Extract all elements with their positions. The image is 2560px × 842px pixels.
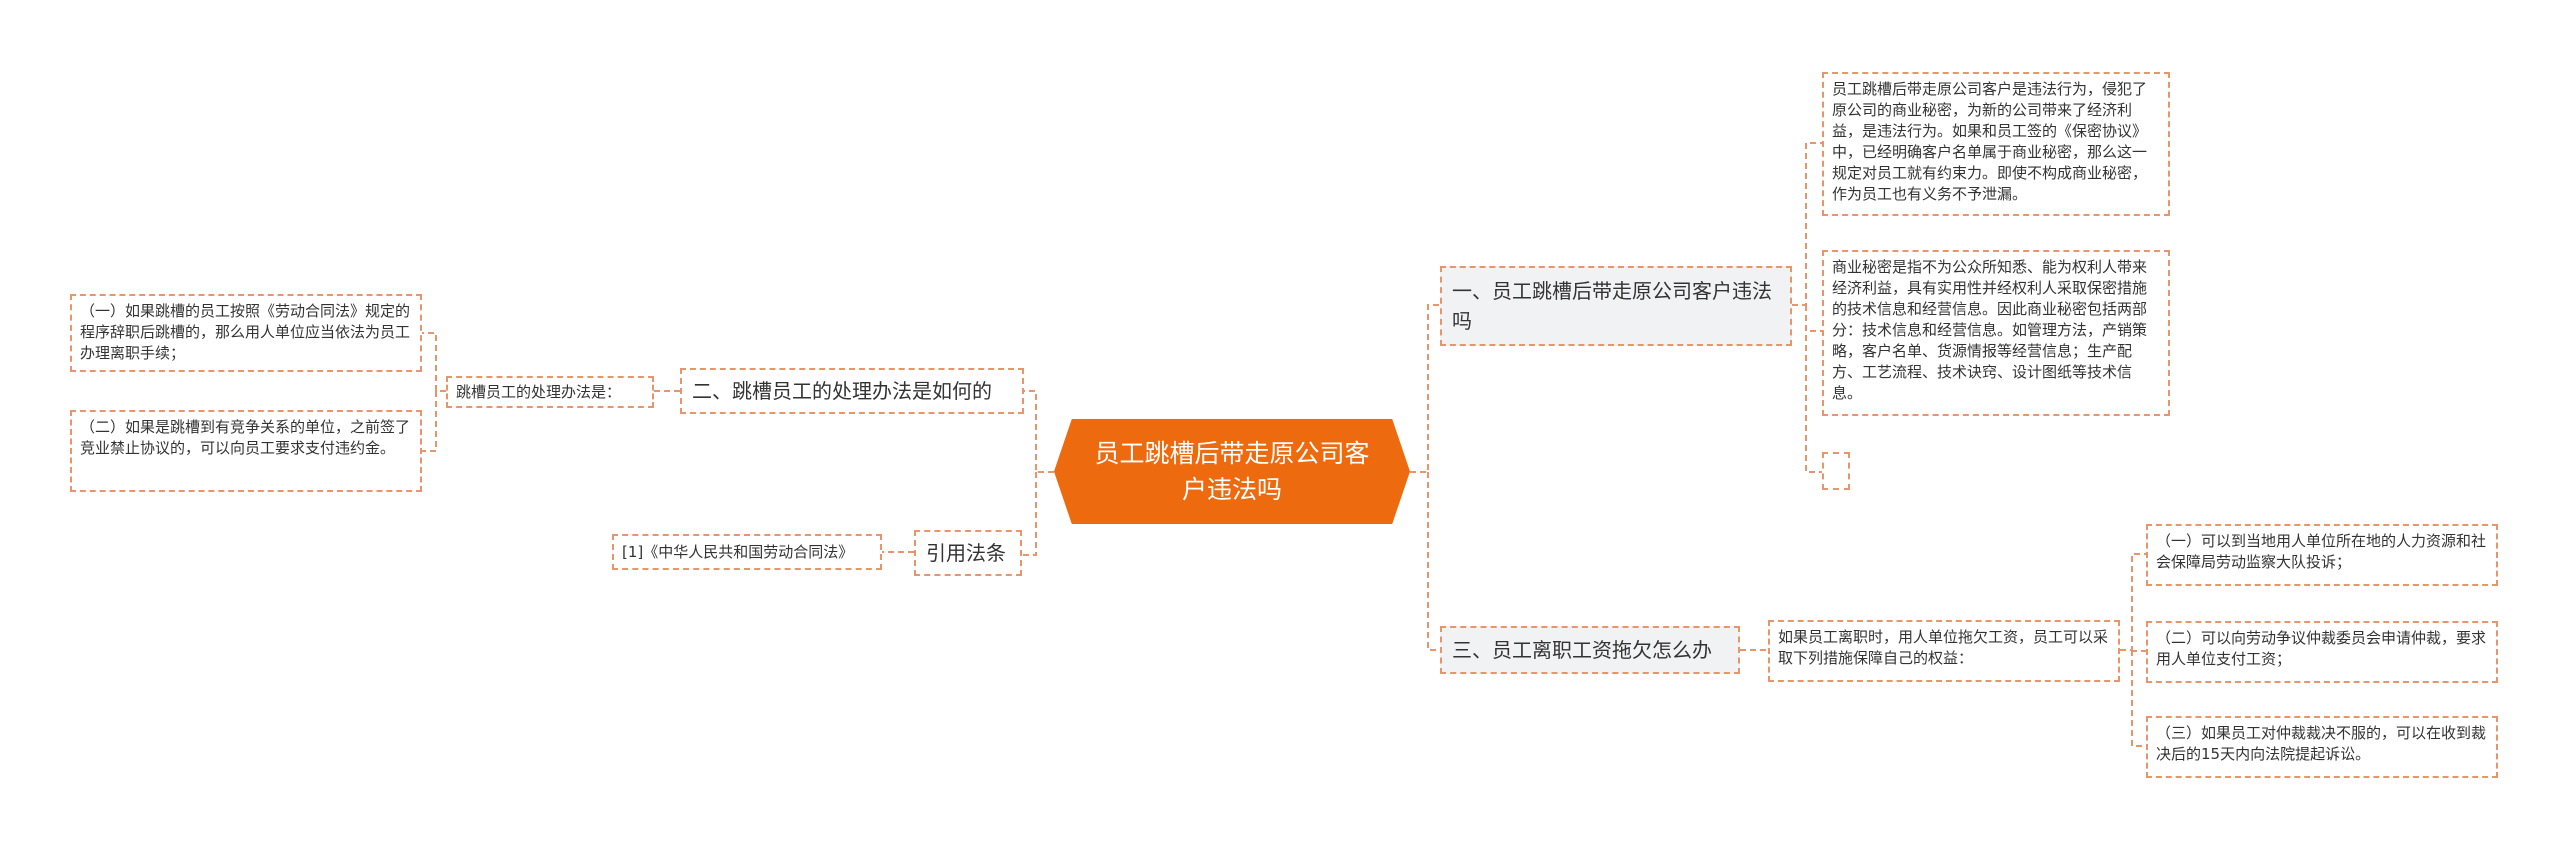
leaf-text: （三）如果员工对仲裁裁决不服的，可以在收到裁决后的15天内向法院提起诉讼。 bbox=[2156, 724, 2487, 763]
leaf-trade-secret-definition[interactable]: 商业秘密是指不为公众所知悉、能为权利人带来经济利益，具有实用性并经权利人采取保密… bbox=[1822, 250, 2170, 416]
leaf-empty[interactable] bbox=[1822, 452, 1850, 490]
branch-label: 二、跳槽员工的处理办法是如何的 bbox=[692, 379, 992, 403]
sub-text: 如果员工离职时，用人单位拖欠工资，员工可以采取下列措施保障自己的权益： bbox=[1778, 628, 2109, 667]
leaf-text: （一）可以到当地用人单位所在地的人力资源和社会保障局劳动监察大队投诉； bbox=[2156, 532, 2487, 571]
root-topic[interactable]: 员工跳槽后带走原公司客户违法吗 bbox=[1054, 419, 1410, 524]
sub-unpaid-wages[interactable]: 如果员工离职时，用人单位拖欠工资，员工可以采取下列措施保障自己的权益： bbox=[1768, 620, 2120, 682]
leaf-resignation-procedure[interactable]: （一）如果跳槽的员工按照《劳动合同法》规定的程序辞职后跳槽的，那么用人单位应当依… bbox=[70, 294, 422, 372]
leaf-text: （一）如果跳槽的员工按照《劳动合同法》规定的程序辞职后跳槽的，那么用人单位应当依… bbox=[80, 302, 411, 362]
leaf-arbitration[interactable]: （二）可以向劳动争议仲裁委员会申请仲裁，要求用人单位支付工资； bbox=[2146, 621, 2498, 683]
leaf-non-compete[interactable]: （二）如果是跳槽到有竞争关系的单位，之前签了竞业禁止协议的，可以向员工要求支付违… bbox=[70, 410, 422, 492]
sub-handling-methods[interactable]: 跳槽员工的处理办法是： bbox=[446, 376, 654, 408]
leaf-text: [1]《中华人民共和国劳动合同法》 bbox=[622, 542, 854, 561]
leaf-text: （二）可以向劳动争议仲裁委员会申请仲裁，要求用人单位支付工资； bbox=[2156, 629, 2487, 668]
root-title: 员工跳槽后带走原公司客户违法吗 bbox=[1094, 438, 1370, 504]
leaf-text: 员工跳槽后带走原公司客户是违法行为，侵犯了原公司的商业秘密，为新的公司带来了经济… bbox=[1832, 80, 2148, 203]
sub-text: 跳槽员工的处理办法是： bbox=[456, 382, 622, 401]
branch-cited-law[interactable]: 引用法条 bbox=[914, 530, 1022, 576]
branch-label: 三、员工离职工资拖欠怎么办 bbox=[1452, 638, 1712, 662]
branch-label: 一、员工跳槽后带走原公司客户违法吗 bbox=[1452, 279, 1772, 333]
branch-unpaid-wages[interactable]: 三、员工离职工资拖欠怎么办 bbox=[1440, 626, 1740, 674]
branch-customer-poaching[interactable]: 一、员工跳槽后带走原公司客户违法吗 bbox=[1440, 266, 1792, 346]
leaf-text: 商业秘密是指不为公众所知悉、能为权利人带来经济利益，具有实用性并经权利人采取保密… bbox=[1832, 258, 2148, 402]
leaf-lawsuit[interactable]: （三）如果员工对仲裁裁决不服的，可以在收到裁决后的15天内向法院提起诉讼。 bbox=[2146, 716, 2498, 778]
branch-handling-methods[interactable]: 二、跳槽员工的处理办法是如何的 bbox=[680, 368, 1024, 414]
leaf-labor-contract-law[interactable]: [1]《中华人民共和国劳动合同法》 bbox=[612, 534, 882, 570]
branch-label: 引用法条 bbox=[926, 541, 1006, 565]
leaf-complaint[interactable]: （一）可以到当地用人单位所在地的人力资源和社会保障局劳动监察大队投诉； bbox=[2146, 524, 2498, 586]
leaf-illegal-explanation[interactable]: 员工跳槽后带走原公司客户是违法行为，侵犯了原公司的商业秘密，为新的公司带来了经济… bbox=[1822, 72, 2170, 216]
leaf-text: （二）如果是跳槽到有竞争关系的单位，之前签了竞业禁止协议的，可以向员工要求支付违… bbox=[80, 418, 411, 457]
